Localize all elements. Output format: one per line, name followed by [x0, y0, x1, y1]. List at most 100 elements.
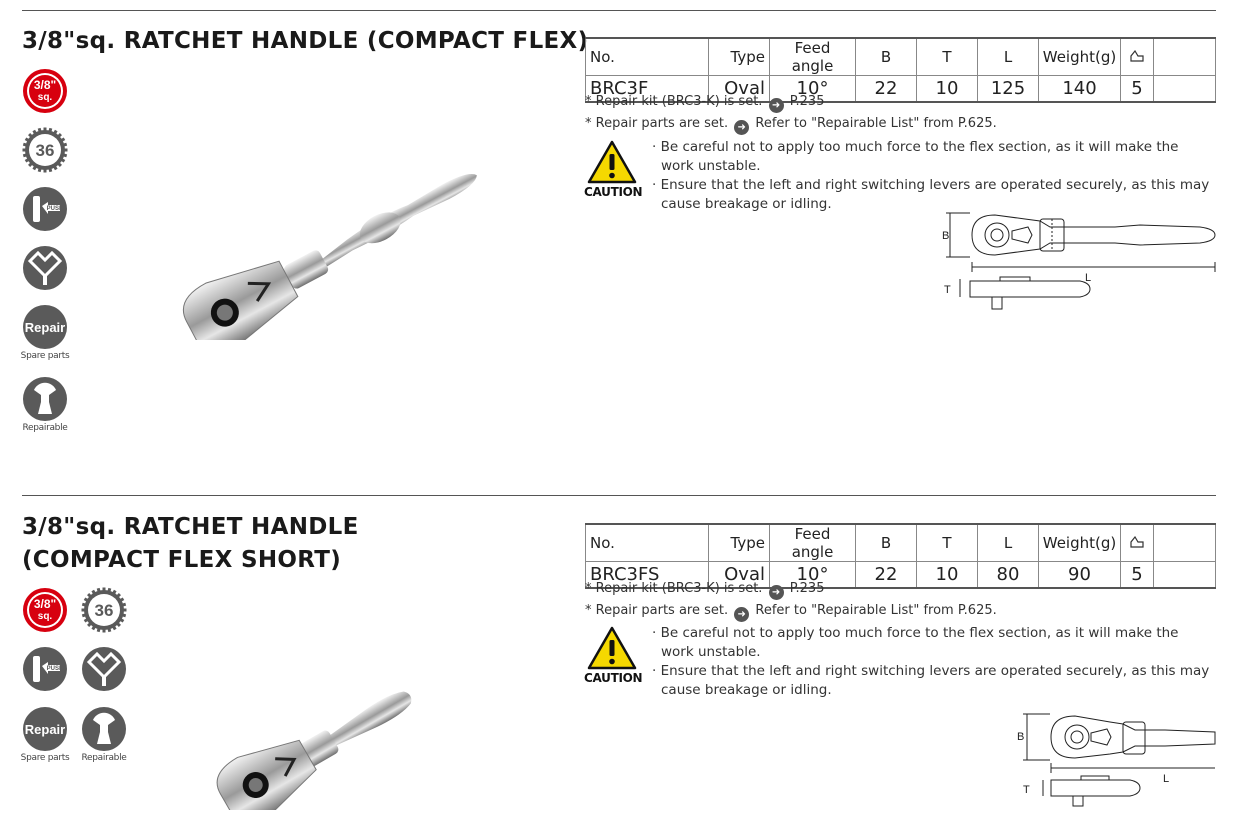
- gear-tooth: [56, 161, 62, 167]
- page-ref-link[interactable]: P.235: [789, 581, 825, 596]
- gear-tooth: [91, 589, 97, 596]
- cell-empty: [1153, 561, 1216, 589]
- gear-tooth: [37, 166, 42, 173]
- cell-no: BRC3FS: [585, 561, 709, 589]
- push-text: PUSH: [47, 666, 64, 672]
- cell-t: 10: [916, 75, 978, 103]
- gear-tooth: [118, 617, 125, 623]
- page-ref-link[interactable]: Refer to "Repairable List" from P.625.: [755, 116, 997, 131]
- repairable-caption: Repairable: [81, 753, 127, 763]
- page-ref-arrow-icon: ➜: [768, 585, 784, 600]
- note-text: * Repair parts are set.: [585, 603, 729, 618]
- set-quantity-icon: [1130, 535, 1144, 548]
- gear-tooth: [32, 164, 38, 171]
- size-3-8-sq-badge-icon: 3/8" sq.: [23, 588, 67, 632]
- header-l: L: [977, 523, 1039, 562]
- gear-tooth: [81, 602, 88, 607]
- gear-tooth: [107, 626, 112, 633]
- spec-table-header-row: No. Type Feed angle B T L Weight(g): [585, 37, 1216, 76]
- cell-set-quantity: 5: [1120, 561, 1154, 589]
- gear-tooth: [96, 626, 101, 633]
- repairable-wrench-icon: [82, 707, 126, 751]
- dimension-diagram: B L T: [1017, 713, 1216, 807]
- caution-triangle-icon: [587, 626, 637, 670]
- header-no: No.: [585, 37, 709, 76]
- gear-tooth: [115, 621, 121, 627]
- gear-tooth: [48, 127, 53, 134]
- size-badge-bottom-text: sq.: [38, 611, 53, 622]
- gear-tooth: [120, 613, 127, 618]
- product-title: 3/8"sq. RATCHET HANDLE (COMPACT FLEX): [22, 25, 588, 58]
- gear-tooth: [52, 129, 58, 136]
- cell-set-quantity: 5: [1120, 75, 1154, 103]
- gear-tooth: [59, 157, 66, 163]
- gear-tooth: [28, 133, 34, 139]
- warning-list: · Be careful not to apply too much force…: [652, 138, 1212, 214]
- repair-parts-note: * Repair parts are set. ➜ Refer to "Repa…: [585, 601, 997, 622]
- cell-feed-angle: 10°: [769, 75, 856, 103]
- size-3-8-sq-badge-icon: 3/8" sq.: [23, 69, 67, 113]
- header-type: Type: [708, 523, 770, 562]
- spare-parts-caption: Spare parts: [20, 753, 70, 763]
- repair-text: Repair: [25, 722, 65, 737]
- header-b: B: [855, 37, 917, 76]
- cell-empty: [1153, 75, 1216, 103]
- gear-tooth: [96, 587, 101, 594]
- gear-tooth: [22, 148, 28, 152]
- cell-weight: 90: [1038, 561, 1121, 589]
- caution-label: CAUTION: [584, 671, 643, 685]
- header-feed-angle: Feed angle: [769, 37, 856, 76]
- gear-tooth: [62, 148, 68, 152]
- size-badge-top-text: 3/8": [34, 78, 56, 92]
- gear-36-teeth-icon: 36: [22, 127, 68, 173]
- caution-triangle-icon: [587, 140, 637, 184]
- gear-tooth: [22, 142, 29, 147]
- gear-tooth: [121, 608, 127, 612]
- gear-tooth: [118, 597, 125, 603]
- flex-head-icon: [82, 647, 126, 691]
- cell-no: BRC3F: [585, 75, 709, 103]
- gear-tooth: [115, 593, 121, 599]
- product-title-line: (COMPACT FLEX SHORT): [22, 547, 342, 573]
- gear-tooth: [81, 608, 87, 612]
- header-feed-angle: Feed angle: [769, 523, 856, 562]
- gear-tooth: [24, 157, 31, 163]
- header-type: Type: [708, 37, 770, 76]
- flex-head-icon: [23, 246, 67, 290]
- gear-tooth: [87, 621, 93, 627]
- gear-tooth: [48, 166, 53, 173]
- gear-tooth: [102, 587, 106, 593]
- gear-tooth: [22, 153, 29, 158]
- section-divider-middle: [22, 495, 1216, 496]
- gear-tooth: [43, 127, 47, 133]
- header-t: T: [916, 37, 978, 76]
- repair-kit-note: * Repair kit (BRC3-K) is set. ➜ P.235: [585, 92, 824, 113]
- gear-tooth: [111, 589, 117, 596]
- warning-item: · Be careful not to apply too much force…: [652, 625, 1179, 660]
- cell-l: 80: [977, 561, 1039, 589]
- warning-item: · Ensure that the left and right switchi…: [652, 177, 1210, 212]
- cell-type: Oval: [708, 561, 770, 589]
- gear-tooth: [83, 617, 90, 623]
- ratchet-handle-short-photo: [216, 691, 412, 810]
- gear-tooth: [43, 167, 47, 173]
- caution-block: CAUTION: [584, 140, 643, 199]
- dimension-l-label: L: [1163, 773, 1169, 785]
- gear-tooth: [61, 153, 68, 158]
- header-empty: [1153, 37, 1216, 76]
- page-ref-link[interactable]: Refer to "Repairable List" from P.625.: [755, 603, 997, 618]
- spare-parts-caption: Spare parts: [20, 351, 70, 361]
- caution-block: CAUTION: [584, 626, 643, 685]
- dimension-b-label: B: [1017, 731, 1024, 743]
- repair-spare-parts-icon: Repair: [23, 707, 67, 751]
- header-no: No.: [585, 523, 709, 562]
- push-button-icon: PUSH: [23, 187, 67, 231]
- spec-table-header-row: No. Type Feed angle B T L Weight(g): [585, 523, 1216, 562]
- page-ref-link[interactable]: P.235: [789, 94, 825, 109]
- set-quantity-icon: [1130, 49, 1144, 62]
- push-text: PUSH: [47, 206, 64, 212]
- size-badge-bottom-text: sq.: [38, 92, 53, 103]
- gear-tooth: [87, 593, 93, 599]
- header-set-icon: [1120, 523, 1154, 562]
- gear-tooth: [102, 627, 106, 633]
